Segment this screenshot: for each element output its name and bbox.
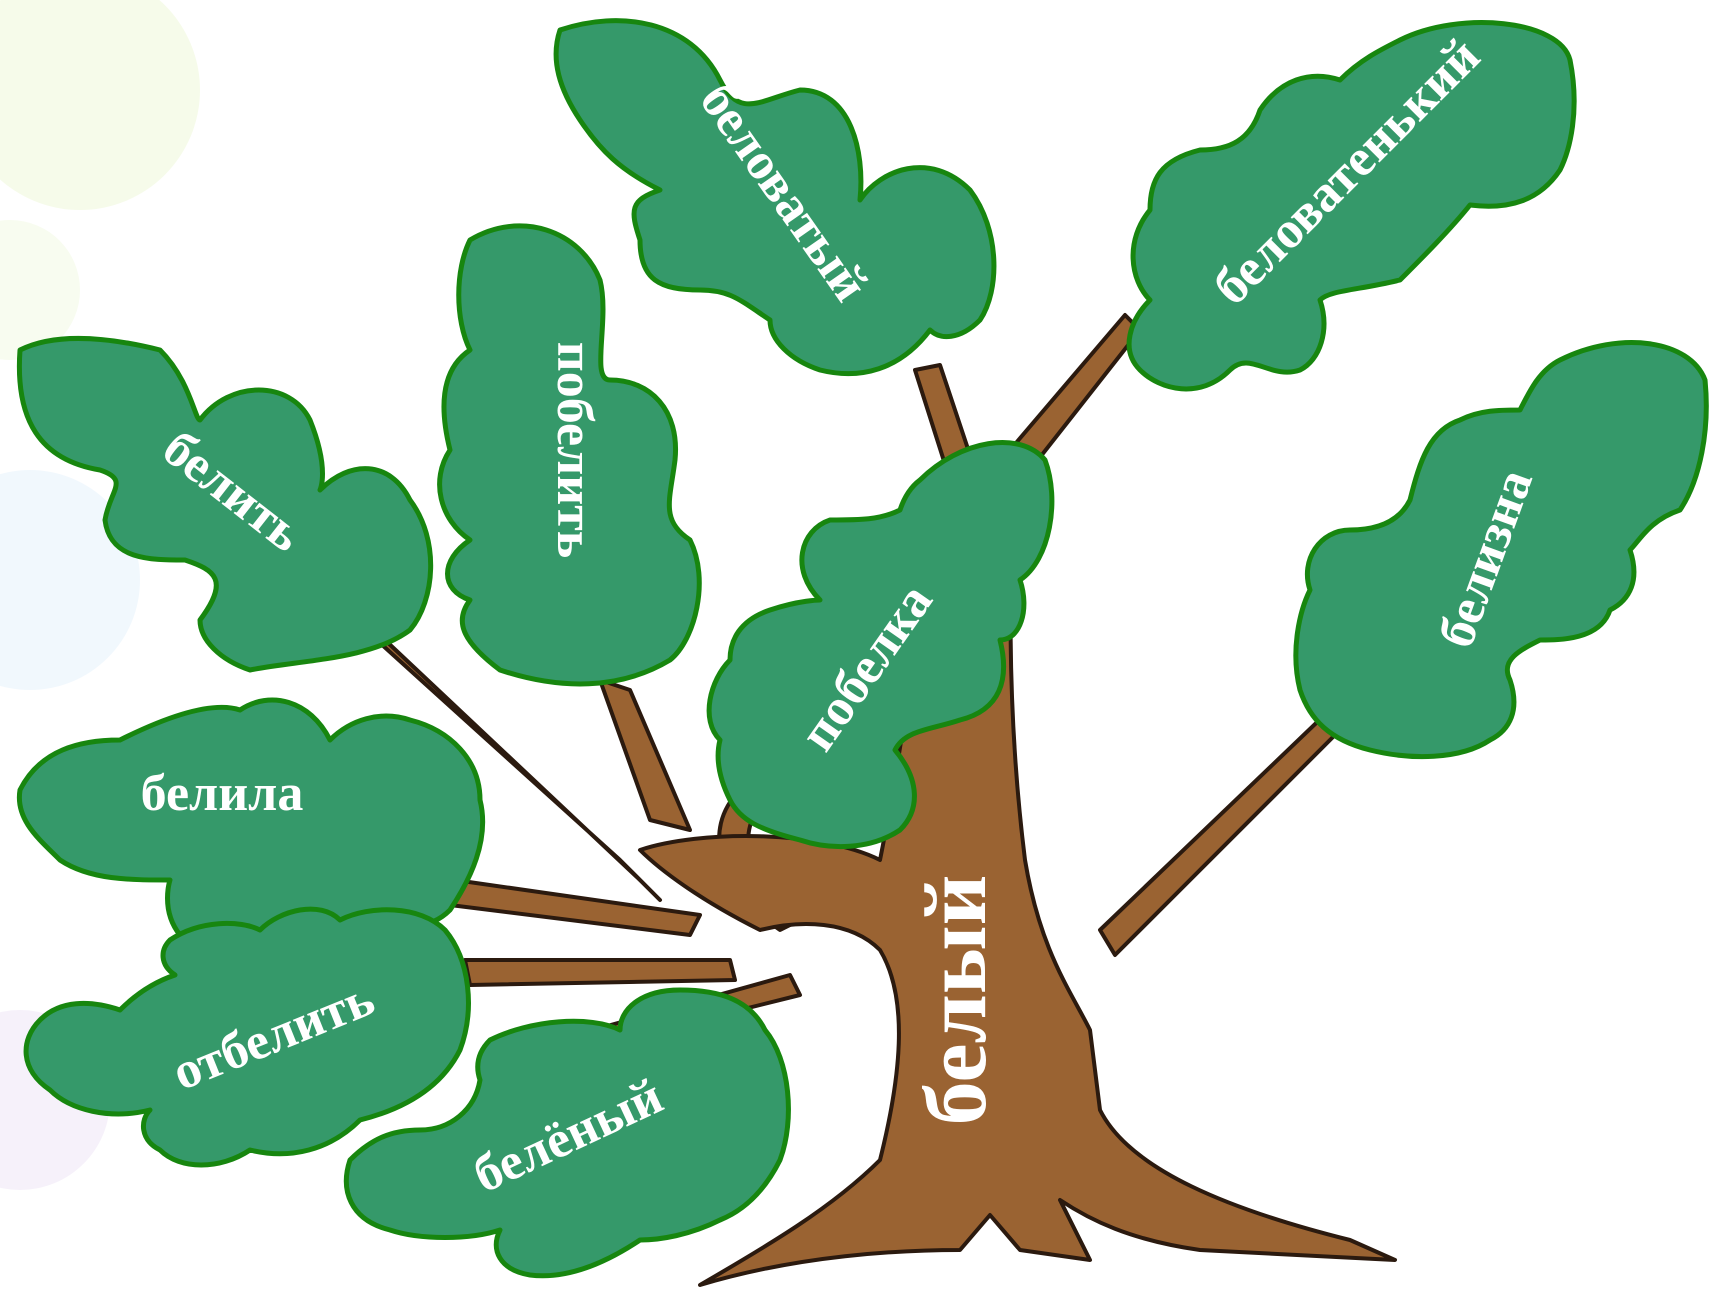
leaf-pobelit-label: побелить <box>546 342 603 559</box>
leaf-belila: белила <box>16 697 486 963</box>
leaf-belizna-shape <box>1293 340 1709 760</box>
branch-belila <box>448 878 702 937</box>
leaf-belila-shape <box>16 697 486 963</box>
leaf-belit: белить <box>16 336 434 673</box>
leaf-pobelit: побелить <box>437 223 702 687</box>
leaf-otbelit-shape <box>23 906 471 1168</box>
background-blob-yellow <box>0 0 200 210</box>
leaf-pobelit-shape <box>437 223 702 687</box>
leaf-otbelit: отбелить <box>23 906 471 1168</box>
leaf-belit-shape <box>16 336 434 673</box>
leaf-belovaty: беловатый <box>553 18 997 377</box>
leaf-pobelka-shape <box>706 440 1055 849</box>
leaf-belovatenky-shape <box>1126 20 1577 392</box>
tree-trunk <box>638 458 1397 1287</box>
leaf-belila-label: белила <box>141 765 304 822</box>
branch-belizna <box>1098 703 1352 957</box>
branch-pobelit <box>598 678 692 832</box>
leaf-pobelka: побелка <box>706 440 1055 849</box>
background-blob-green <box>0 220 80 360</box>
leaf-belyony: белёный <box>343 987 791 1279</box>
branch-otbelit <box>463 958 737 987</box>
leaf-belovaty-shape <box>553 18 997 377</box>
leaf-belyony-shape <box>343 987 791 1279</box>
leaves: белить побелить беловатый беловатенький … <box>16 18 1709 1279</box>
trunk-label: белый <box>908 875 1005 1126</box>
leaf-belizna: белизна <box>1293 340 1709 760</box>
leaf-belovatenky: беловатенький <box>1126 20 1577 392</box>
